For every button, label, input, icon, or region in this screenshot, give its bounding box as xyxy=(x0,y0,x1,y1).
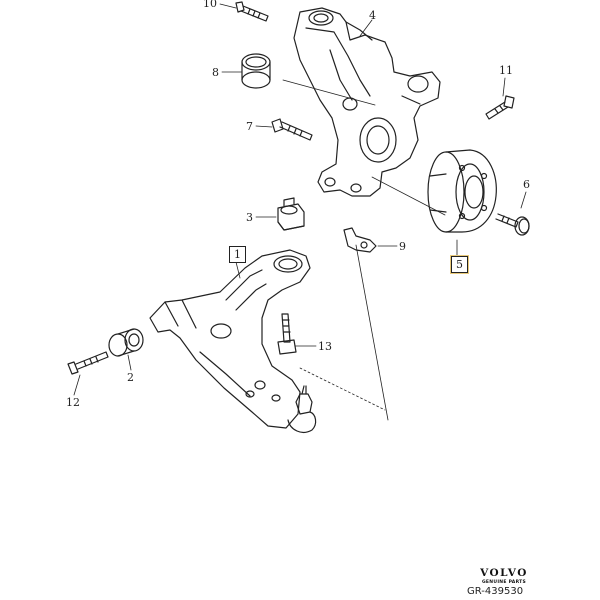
bushing-part-3 xyxy=(277,197,305,231)
brand-subtitle: GENUINE PARTS xyxy=(481,580,527,585)
callout-2: 2 xyxy=(127,371,134,384)
bolt-part-11 xyxy=(485,95,515,120)
callout-4: 4 xyxy=(369,9,376,22)
figure-id: GR-439530 xyxy=(467,586,524,597)
callout-9: 9 xyxy=(399,240,406,253)
callout-5: 5 xyxy=(450,255,469,274)
bolt-part-13 xyxy=(277,313,297,355)
callout-6: 6 xyxy=(523,178,530,191)
ring-part-8 xyxy=(241,53,271,89)
bushing-part-2 xyxy=(108,328,144,357)
bracket-part-9 xyxy=(343,227,377,253)
volvo-logo: VOLVO GENUINE PARTS xyxy=(474,567,534,585)
callout-1: 1 xyxy=(229,246,246,263)
leader-lines xyxy=(73,3,527,421)
callout-12: 12 xyxy=(66,396,80,409)
bolt-part-10 xyxy=(235,1,269,22)
steering-knuckle-part-4 xyxy=(293,7,441,197)
callout-13: 13 xyxy=(318,340,332,353)
brand-name: VOLVO xyxy=(480,567,528,579)
callout-3: 3 xyxy=(246,211,253,224)
hub-bearing-part-5 xyxy=(427,149,497,233)
bolt-part-7 xyxy=(271,118,313,141)
bolt-part-12 xyxy=(67,351,109,375)
callout-8: 8 xyxy=(212,66,219,79)
callout-11: 11 xyxy=(499,64,513,77)
bolt-part-6 xyxy=(495,213,530,236)
callout-7: 7 xyxy=(246,120,253,133)
control-arm-part-1 xyxy=(149,249,311,429)
callout-10: 10 xyxy=(203,0,217,10)
ball-joint xyxy=(287,385,317,433)
